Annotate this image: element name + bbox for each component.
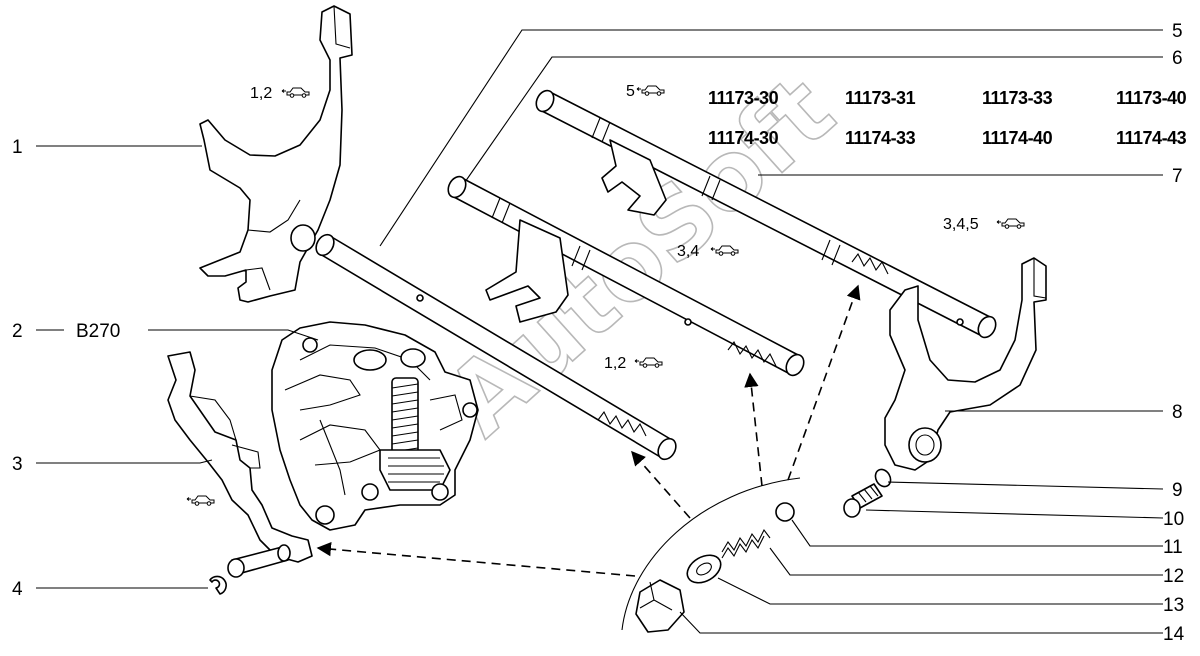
applicability-notes: 1,2 5 3,4,5 3,4 1,2 bbox=[186, 83, 1025, 506]
callout-14: 14 bbox=[1163, 624, 1185, 645]
model-code: 11173-33 bbox=[982, 88, 1053, 108]
housing-outline-arc bbox=[621, 477, 801, 631]
callout-6: 6 bbox=[1172, 48, 1183, 69]
note-fork-3-4-5: 3,4,5 bbox=[943, 216, 979, 233]
assembly-arrows bbox=[316, 284, 861, 577]
shift-rod-5 bbox=[535, 89, 997, 339]
selector-housing-b270 bbox=[271, 321, 479, 531]
note-rod-1-2: 1,2 bbox=[604, 355, 626, 372]
shift-rod-3-4 bbox=[447, 175, 805, 377]
callout-12: 12 bbox=[1163, 566, 1184, 587]
model-code: 11173-31 bbox=[845, 88, 916, 108]
watermark: AutoSoft bbox=[425, 55, 855, 458]
spring-washer bbox=[874, 468, 892, 488]
car-icon bbox=[634, 357, 663, 368]
shift-rod-1-2 bbox=[315, 233, 677, 461]
bolt bbox=[843, 483, 883, 518]
car-icon bbox=[996, 218, 1025, 229]
part-code-b270: B270 bbox=[76, 321, 120, 342]
model-code: 11173-30 bbox=[708, 88, 779, 108]
callout-13: 13 bbox=[1163, 595, 1184, 616]
callout-7: 7 bbox=[1172, 166, 1183, 187]
car-icon bbox=[186, 495, 215, 506]
callout-3: 3 bbox=[12, 454, 23, 475]
note-rod-3-4: 3,4 bbox=[677, 243, 699, 260]
callout-5: 5 bbox=[1172, 21, 1183, 42]
car-icon bbox=[281, 87, 310, 98]
note-rods-5: 5 bbox=[626, 83, 635, 100]
selector-lever bbox=[167, 351, 313, 578]
model-code: 11174-43 bbox=[1116, 128, 1187, 148]
model-codes: 11173-30 11173-31 11173-33 11173-40 1117… bbox=[708, 88, 1187, 148]
detent-ball bbox=[775, 502, 795, 522]
callout-labels: 1 2 3 4 5 6 7 8 9 10 11 12 13 14 B270 bbox=[12, 21, 1185, 645]
sealing-washer bbox=[686, 554, 722, 584]
model-code: 11173-40 bbox=[1116, 88, 1187, 108]
callout-4: 4 bbox=[12, 579, 23, 600]
callout-2: 2 bbox=[12, 321, 23, 342]
callout-1: 1 bbox=[12, 137, 23, 158]
model-code: 11174-33 bbox=[845, 128, 916, 148]
callout-9: 9 bbox=[1172, 480, 1183, 501]
model-code: 11174-30 bbox=[708, 128, 779, 148]
car-icon bbox=[636, 85, 665, 96]
callout-11: 11 bbox=[1163, 537, 1183, 558]
callout-10: 10 bbox=[1163, 509, 1184, 530]
shift-fork-1-2 bbox=[199, 5, 353, 303]
callout-8: 8 bbox=[1172, 402, 1183, 423]
note-fork-1-2: 1,2 bbox=[250, 85, 272, 102]
shift-fork-3-4-5 bbox=[884, 257, 1047, 471]
leader-lines bbox=[36, 29, 1164, 634]
plug bbox=[635, 579, 685, 633]
detent-spring bbox=[721, 528, 771, 559]
circlip bbox=[209, 575, 227, 595]
model-code: 11174-40 bbox=[982, 128, 1053, 148]
